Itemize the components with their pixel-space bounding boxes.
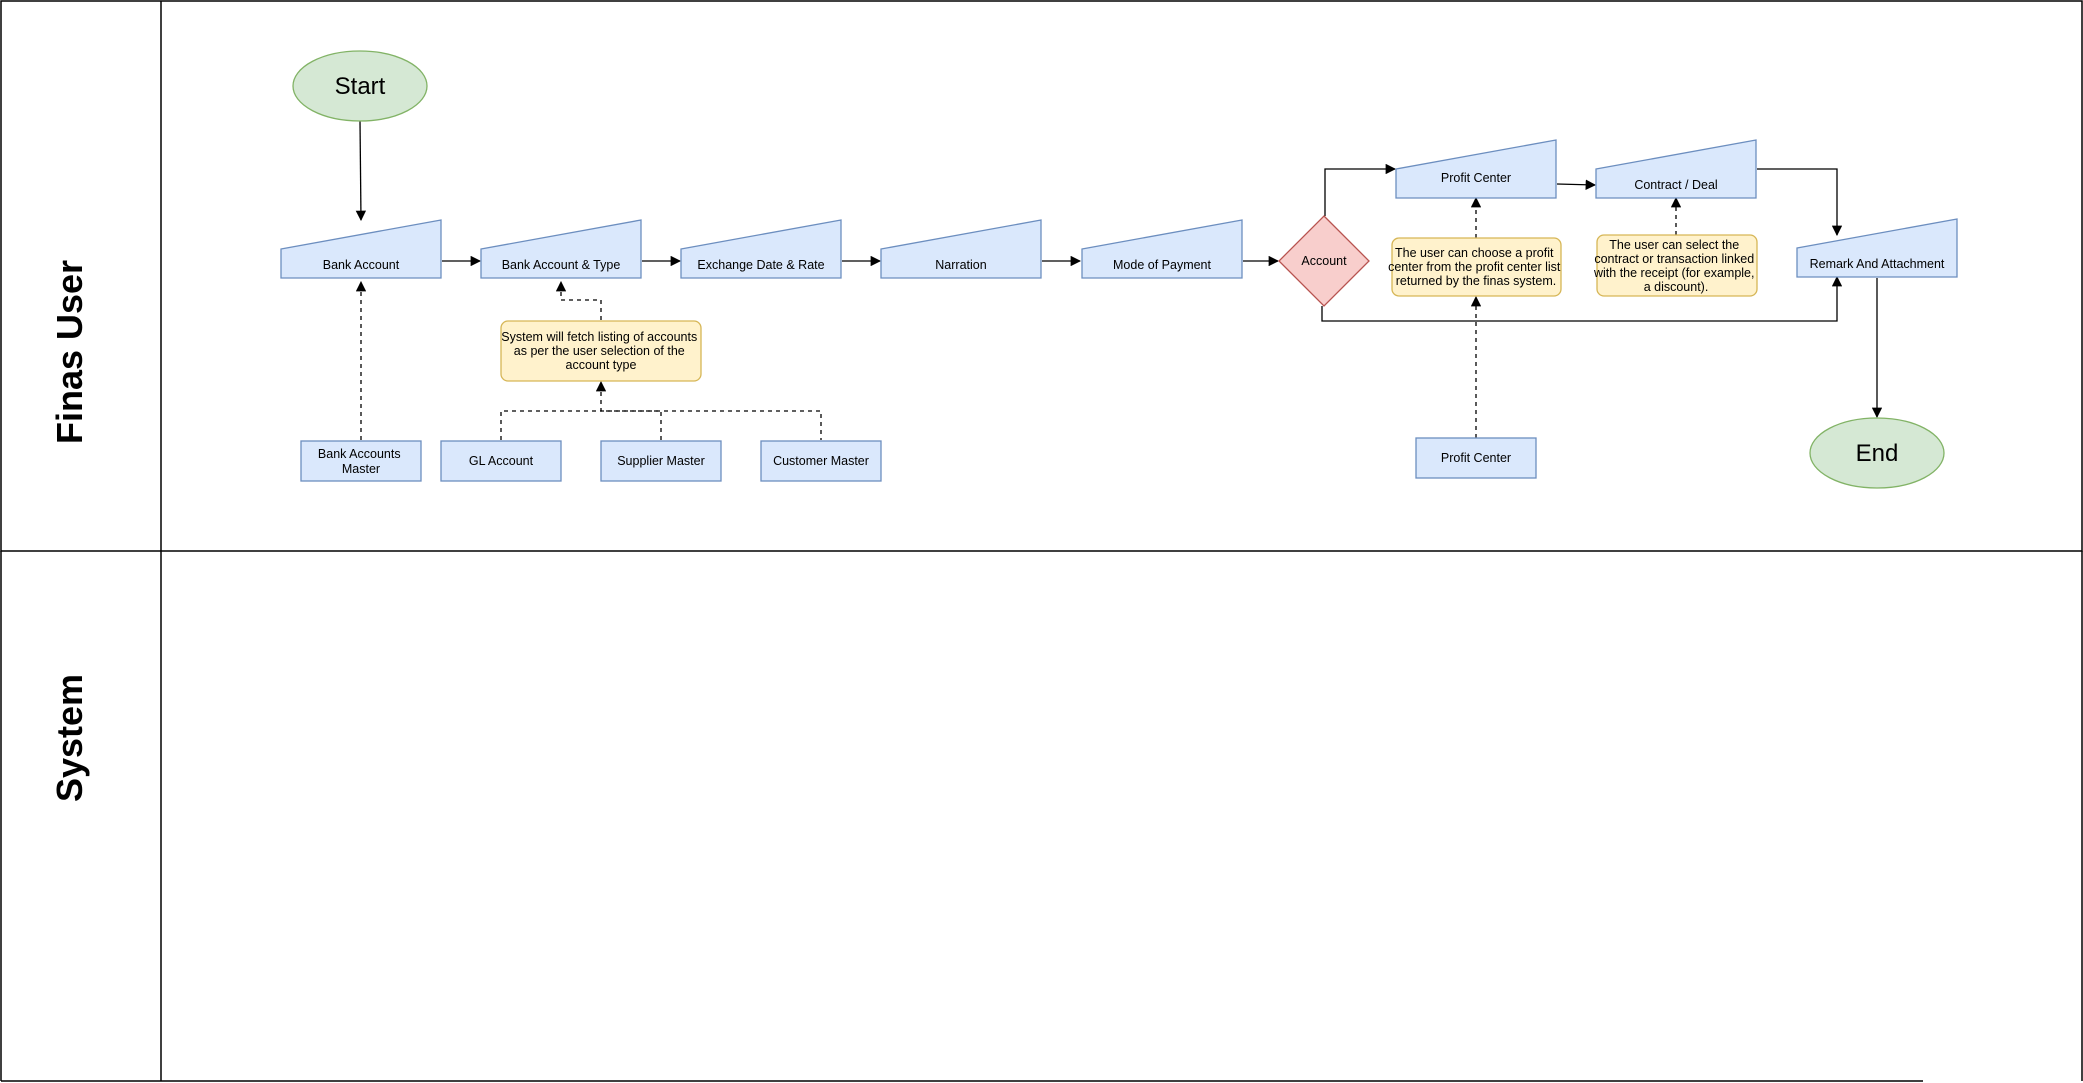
decision-label: Account	[1301, 254, 1347, 268]
note-line: The user can select the	[1609, 238, 1739, 252]
step-bank-account: Bank Account	[280, 219, 442, 279]
note-line: returned by the finas system.	[1396, 274, 1557, 288]
step-label: Exchange Date & Rate	[697, 258, 824, 272]
lane-title-system: System	[49, 674, 90, 802]
note-line: as per the user selection of the	[514, 344, 685, 358]
step-label: Bank Account	[323, 258, 400, 272]
master-label-line: Bank Accounts	[318, 447, 401, 461]
flow-connectors	[355, 120, 1883, 419]
note-line: account type	[566, 358, 637, 372]
step-mode-of-payment: Mode of Payment	[1081, 219, 1243, 279]
note-contract: The user can select the contract or tran…	[1593, 234, 1758, 297]
step-contract-deal: Contract / Deal	[1595, 139, 1757, 199]
master-label: Customer Master	[773, 454, 869, 468]
step-narration: Narration	[880, 219, 1042, 279]
note-line: a discount).	[1644, 280, 1709, 294]
reference-connectors	[355, 196, 1682, 440]
svg-text:Bank Accounts Master: Bank Accounts Master	[318, 447, 404, 476]
svg-text:The user can select the: The user can select the contract or tran…	[1593, 238, 1758, 294]
end-label: End	[1856, 440, 1899, 467]
step-profit-center: Profit Center	[1395, 139, 1557, 199]
master-label: GL Account	[469, 454, 534, 468]
master-customer: Customer Master	[760, 440, 882, 482]
note-line: center from the profit center list	[1388, 260, 1561, 274]
master-label-line: Master	[342, 462, 380, 476]
svg-text:The user can choose a profit: The user can choose a profit center from…	[1388, 246, 1564, 288]
note-line: contract or transaction linked	[1594, 252, 1754, 266]
step-label: Profit Center	[1441, 171, 1511, 185]
note-line: with the receipt (for example,	[1593, 266, 1755, 280]
note-line: System will fetch listing of accounts	[501, 330, 697, 344]
step-label: Narration	[935, 258, 986, 272]
svg-text:System will fetch listing of a: System will fetch listing of accounts as…	[501, 330, 700, 372]
master-gl-account: GL Account	[440, 440, 562, 482]
start-label: Start	[335, 73, 386, 100]
step-exchange-date-rate: Exchange Date & Rate	[680, 219, 842, 279]
master-label: Profit Center	[1441, 451, 1511, 465]
note-fetch-accounts: System will fetch listing of accounts as…	[500, 320, 702, 382]
step-remark-attachment: Remark And Attachment	[1796, 218, 1958, 278]
lane-finas-user: Finas User	[0, 0, 2083, 552]
start-terminal: Start	[292, 50, 428, 122]
master-bank-accounts: Bank Accounts Master	[300, 440, 422, 482]
note-line: The user can choose a profit	[1395, 246, 1554, 260]
master-label: Supplier Master	[617, 454, 705, 468]
decision-account: Account	[1278, 215, 1370, 307]
step-label: Bank Account & Type	[502, 258, 621, 272]
master-supplier: Supplier Master	[600, 440, 722, 482]
step-label: Contract / Deal	[1634, 178, 1717, 192]
master-profit-center: Profit Center	[1415, 437, 1537, 479]
step-label: Mode of Payment	[1113, 258, 1211, 272]
end-terminal: End	[1809, 417, 1945, 489]
lane-system: System	[0, 551, 2083, 1082]
step-bank-account-type: Bank Account & Type	[480, 219, 642, 279]
step-label: Remark And Attachment	[1810, 257, 1945, 271]
note-profit-center: The user can choose a profit center from…	[1388, 237, 1564, 297]
lane-title-finas-user: Finas User	[49, 260, 90, 444]
